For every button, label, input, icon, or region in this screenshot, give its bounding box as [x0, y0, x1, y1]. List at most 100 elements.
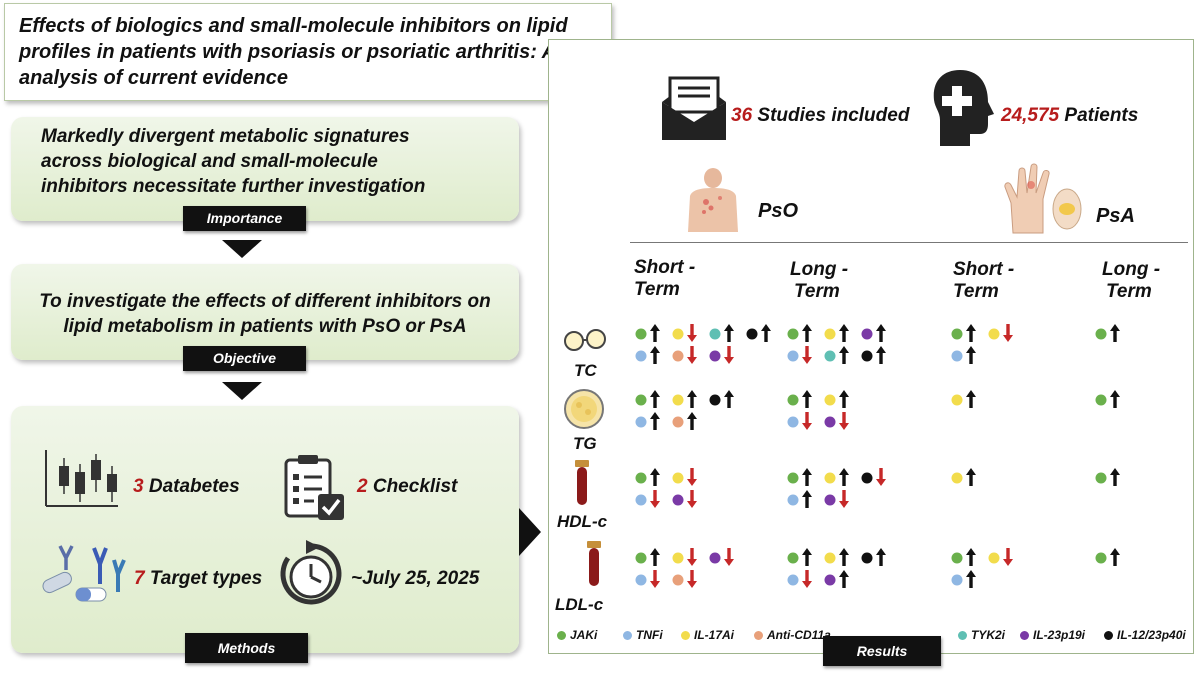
legend-swatch	[1104, 630, 1113, 640]
arrow-up-icon	[650, 468, 660, 486]
arrow-up-icon	[876, 324, 886, 342]
tyk2i-dot	[824, 350, 836, 362]
effect-il-12-23p40i-up	[861, 548, 886, 566]
legend-item-tnfi: TNFi	[623, 628, 663, 642]
objective-label: Objective	[183, 346, 306, 371]
patients-stat: 24,575 Patients	[1001, 105, 1138, 127]
il-12-23p40i-dot	[746, 328, 758, 340]
il-23p19i-dot	[824, 494, 836, 506]
effect-tnfi-down	[787, 346, 812, 364]
effect-jaki-up	[951, 548, 976, 566]
effect-il-17ai-down	[672, 324, 697, 342]
legend-label: TNFi	[636, 628, 663, 642]
databases-count: 3	[133, 476, 144, 497]
effect-il-17ai-down	[988, 324, 1013, 342]
tg-triglyceride-icon	[564, 389, 604, 429]
effect-tnfi-up	[951, 570, 976, 588]
effect-il-17ai-down	[672, 468, 697, 486]
il-17ai-dot	[672, 394, 684, 406]
arrow-down-icon	[802, 570, 812, 588]
down-arrow-1	[222, 240, 262, 258]
results-header-divider	[630, 242, 1188, 243]
arrow-up-icon	[966, 390, 976, 408]
column-header-line2: Term	[794, 281, 840, 302]
arrow-up-icon	[839, 346, 849, 364]
importance-label: Importance	[183, 206, 306, 231]
tnfi-dot	[787, 574, 799, 586]
il-23p19i-dot	[709, 350, 721, 362]
arrow-up-icon	[876, 346, 886, 364]
pso-label: PsO	[758, 200, 799, 222]
arrow-down-icon	[1003, 324, 1013, 342]
arrow-down-icon	[650, 490, 660, 508]
column-header-psa-long-term: Long - Term	[1102, 259, 1160, 303]
arrow-down-icon	[839, 490, 849, 508]
column-header-line1: Short -	[634, 257, 696, 278]
psa-label: PsA	[1096, 205, 1135, 227]
targets-stat: 7 Target types	[134, 568, 262, 590]
effect-il-12-23p40i-down	[861, 468, 886, 486]
column-header-line1: Long -	[790, 259, 849, 280]
arrow-up-icon	[839, 468, 849, 486]
il-23p19i-dot	[672, 494, 684, 506]
studies-stat: 36 Studies included	[731, 105, 909, 127]
il-17ai-dot	[672, 472, 684, 484]
arrow-up-icon	[802, 548, 812, 566]
effect-il-12-23p40i-up	[861, 346, 886, 364]
effect-anti-cd11a-up	[672, 412, 697, 430]
effect-jaki-up	[787, 390, 812, 408]
arrow-up-icon	[966, 346, 976, 364]
arrow-up-icon	[876, 548, 886, 566]
effect-il-23p19i-up	[824, 570, 849, 588]
tyk2i-dot	[709, 328, 721, 340]
il-17ai-dot	[672, 552, 684, 564]
legend-label: IL-17Ai	[694, 628, 735, 642]
objective-panel: To investigate the effects of different …	[11, 264, 519, 360]
anti-cd11a-dot	[672, 574, 684, 586]
effect-tnfi-up	[787, 490, 812, 508]
effect-il-17ai-down	[672, 548, 697, 566]
legend-item-il-12-23p40i: IL-12/23p40i	[1104, 628, 1186, 642]
arrow-up-icon	[687, 412, 697, 430]
jaki-dot	[635, 472, 647, 484]
tnfi-dot	[951, 574, 963, 586]
arrow-down-icon	[724, 346, 734, 364]
effect-il-23p19i-down	[824, 490, 849, 508]
checklist-icon	[284, 455, 344, 520]
il-17ai-dot	[824, 328, 836, 340]
effect-jaki-up	[787, 324, 812, 342]
effect-tnfi-down	[787, 570, 812, 588]
effect-anti-cd11a-down	[672, 570, 697, 588]
arrow-up-icon	[839, 324, 849, 342]
effect-jaki-up	[1095, 324, 1120, 342]
arrow-up-icon	[802, 490, 812, 508]
patients-text: Patients	[1059, 105, 1139, 126]
arrow-down-icon	[1003, 548, 1013, 566]
jaki-dot	[951, 328, 963, 340]
studies-count: 36	[731, 105, 753, 126]
effect-tnfi-up	[635, 412, 660, 430]
hdl-blood-tube-icon	[575, 460, 589, 505]
il-12-23p40i-dot	[861, 552, 873, 564]
psoriatic-arthritis-hand-icon	[1004, 163, 1082, 234]
psoriasis-torso-icon	[688, 168, 738, 232]
jaki-dot	[787, 394, 799, 406]
clock-icon	[280, 540, 342, 605]
legend-label: Anti-CD11a	[767, 628, 831, 642]
legend-swatch	[958, 630, 967, 640]
studies-text: Studies included	[752, 105, 910, 126]
methods-label: Methods	[185, 633, 308, 663]
arrow-up-icon	[802, 468, 812, 486]
row-label-hdl-c: HDL-c	[557, 512, 608, 531]
effect-tnfi-down	[787, 412, 812, 430]
jaki-dot	[787, 472, 799, 484]
jaki-dot	[1095, 552, 1107, 564]
tnfi-dot	[635, 574, 647, 586]
arrow-down-icon	[724, 548, 734, 566]
importance-text: Markedly divergent metabolic signatures …	[41, 126, 426, 197]
arrow-down-icon	[687, 324, 697, 342]
effect-jaki-up	[951, 324, 976, 342]
row-label-ldl-c: LDL-c	[555, 595, 604, 614]
legend-label: TYK2i	[971, 628, 1006, 642]
checklist-text: Checklist	[367, 476, 458, 497]
